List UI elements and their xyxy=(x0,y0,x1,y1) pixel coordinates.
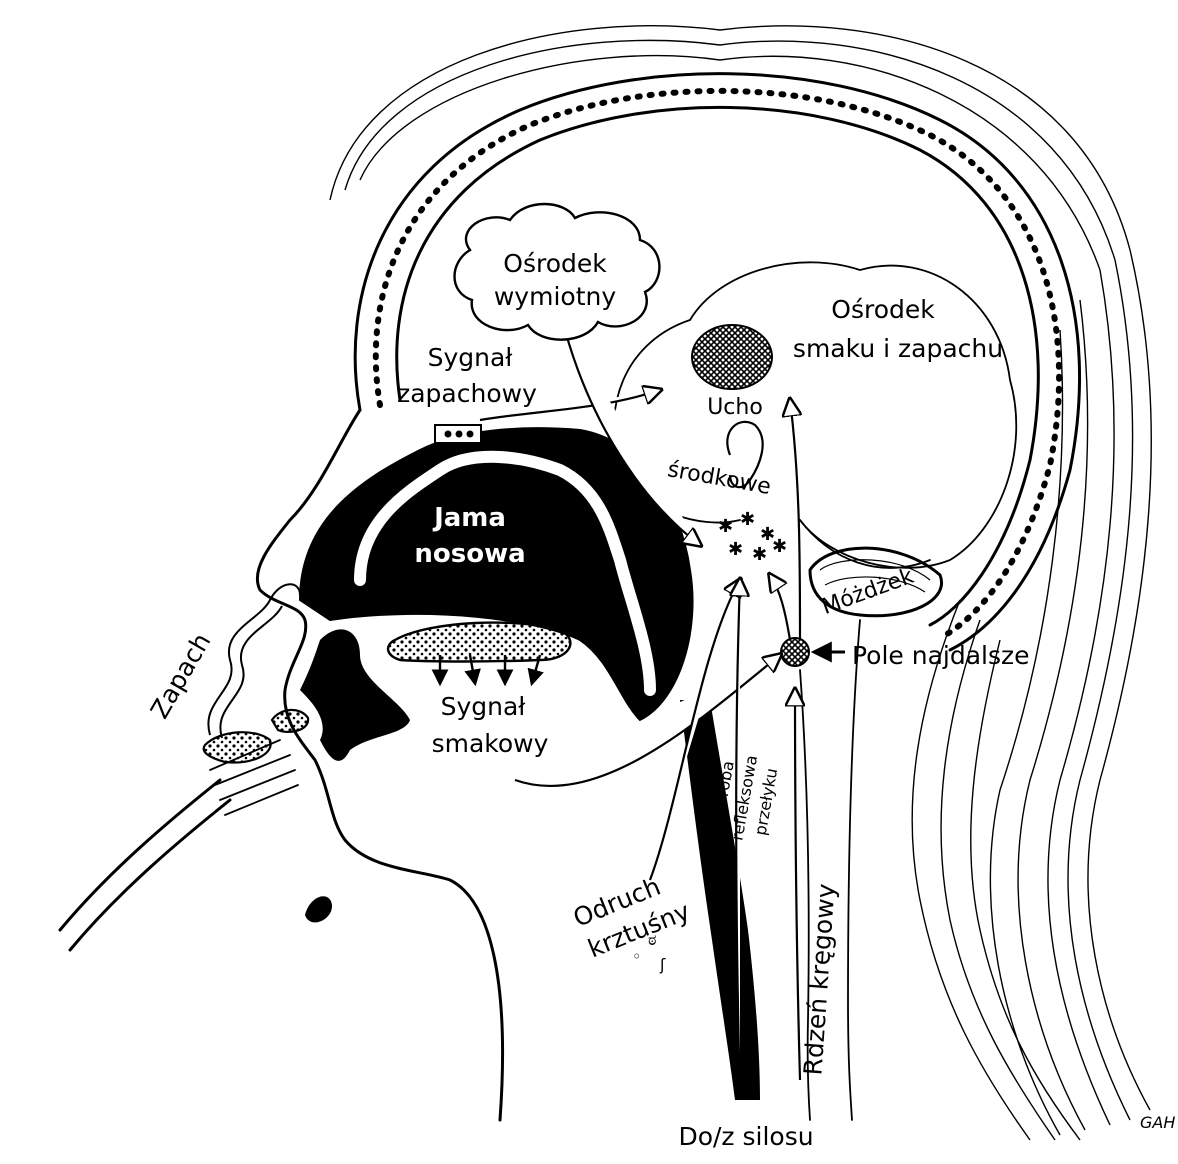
taste-smell-center-blob xyxy=(692,325,772,389)
convergence-stars: ✱ ✱ ✱ ✱ ✱ ✱ xyxy=(718,509,787,565)
smell-label: Zapach xyxy=(145,628,217,723)
olfactory-receptors xyxy=(435,425,481,443)
taste-signal-label-2: smakowy xyxy=(432,729,549,758)
cerebellum-label: Móżdżek xyxy=(818,564,917,620)
nasal-cavity-label-2: nosowa xyxy=(414,539,525,569)
vomit-center-label-2: wymiotny xyxy=(494,282,616,311)
middle-ear-label-1: Ucho xyxy=(707,395,763,420)
svg-text:✱: ✱ xyxy=(728,539,743,560)
taste-smell-center-label-2: smaku i zapachu xyxy=(793,334,1003,363)
svg-text:◦: ◦ xyxy=(632,947,641,966)
signature-label: GAH xyxy=(1140,1113,1175,1132)
middle-ear-label-2: środkowe xyxy=(666,457,773,500)
smell-signal-label-2: zapachowy xyxy=(397,379,537,408)
spinal-cord-label: Rdzeń kręgowy xyxy=(798,882,840,1076)
svg-text:ʃ: ʃ xyxy=(659,955,666,974)
svg-text:✱: ✱ xyxy=(772,536,787,557)
vomit-center-label-1: Ośrodek xyxy=(503,249,607,278)
smell-signal-label-1: Sygnał xyxy=(428,343,514,372)
tongue xyxy=(388,623,570,662)
taste-smell-center-label-1: Ośrodek xyxy=(831,295,935,324)
area-postrema-label: Pole najdalsze xyxy=(852,641,1030,670)
fork xyxy=(60,710,308,950)
svg-text:✱: ✱ xyxy=(740,509,755,530)
svg-text:✱: ✱ xyxy=(718,516,733,537)
area-postrema-blob xyxy=(781,638,809,666)
svg-text:✱: ✱ xyxy=(752,544,767,565)
to-from-silo-label: Do/z silosu xyxy=(678,1122,813,1151)
nasal-cavity-label-1: Jama xyxy=(432,503,506,533)
bean-detail xyxy=(305,896,332,922)
taste-signal-label-1: Sygnał xyxy=(441,692,527,721)
